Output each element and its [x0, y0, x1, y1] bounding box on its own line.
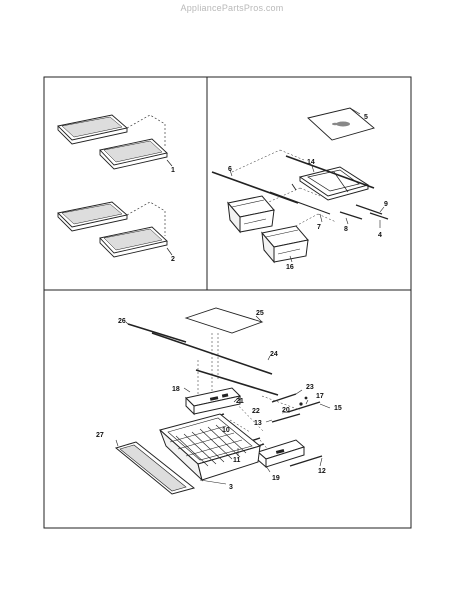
callout-16: 16 — [286, 264, 294, 271]
left-slide-18 — [184, 387, 242, 416]
crisper-cover-glass — [307, 107, 375, 141]
callout-20: 20 — [282, 407, 290, 414]
callout-12: 12 — [318, 468, 326, 475]
callout-1: 1 — [171, 167, 175, 174]
callout-3: 3 — [229, 484, 233, 491]
bottom-callout-leaders — [115, 315, 331, 485]
crisper-rails — [211, 155, 389, 220]
shelf-group-top — [57, 114, 173, 170]
crisper-callout-leaders — [229, 165, 385, 263]
callout-21: 21 — [236, 398, 244, 405]
diagram-frame — [43, 76, 412, 529]
door-front-27 — [114, 441, 196, 495]
callout-27: 27 — [96, 432, 104, 439]
callout-10: 10 — [222, 427, 230, 434]
callout-23: 23 — [306, 384, 314, 391]
callout-6: 6 — [228, 166, 232, 173]
callout-18: 18 — [172, 386, 180, 393]
callout-15: 15 — [334, 405, 342, 412]
callout-26: 26 — [118, 318, 126, 325]
callout-4: 4 — [378, 232, 382, 239]
pan-drawer-3 — [158, 413, 262, 482]
callout-7: 7 — [317, 224, 321, 231]
shelf-group-bottom — [57, 201, 173, 258]
callout-5: 5 — [364, 114, 368, 121]
cover-panel-25 — [184, 307, 264, 334]
callout-19: 19 — [272, 475, 280, 482]
right-slide-19 — [257, 439, 305, 469]
callout-25: 25 — [256, 310, 264, 317]
callout-22: 22 — [252, 408, 260, 415]
long-rails — [127, 323, 279, 396]
crisper-drawer-left — [227, 195, 275, 234]
crisper-frame — [298, 166, 370, 201]
callout-9: 9 — [384, 201, 388, 208]
watermark: AppliancePartsPros.com — [180, 3, 284, 13]
callout-8: 8 — [344, 226, 348, 233]
callout-11: 11 — [233, 457, 241, 464]
callout-2: 2 — [171, 256, 175, 263]
crisper-drawer-right — [261, 225, 309, 264]
callout-13: 13 — [254, 420, 262, 427]
callout-17: 17 — [316, 393, 324, 400]
callout-24: 24 — [270, 351, 278, 358]
callout-14: 14 — [307, 159, 315, 166]
